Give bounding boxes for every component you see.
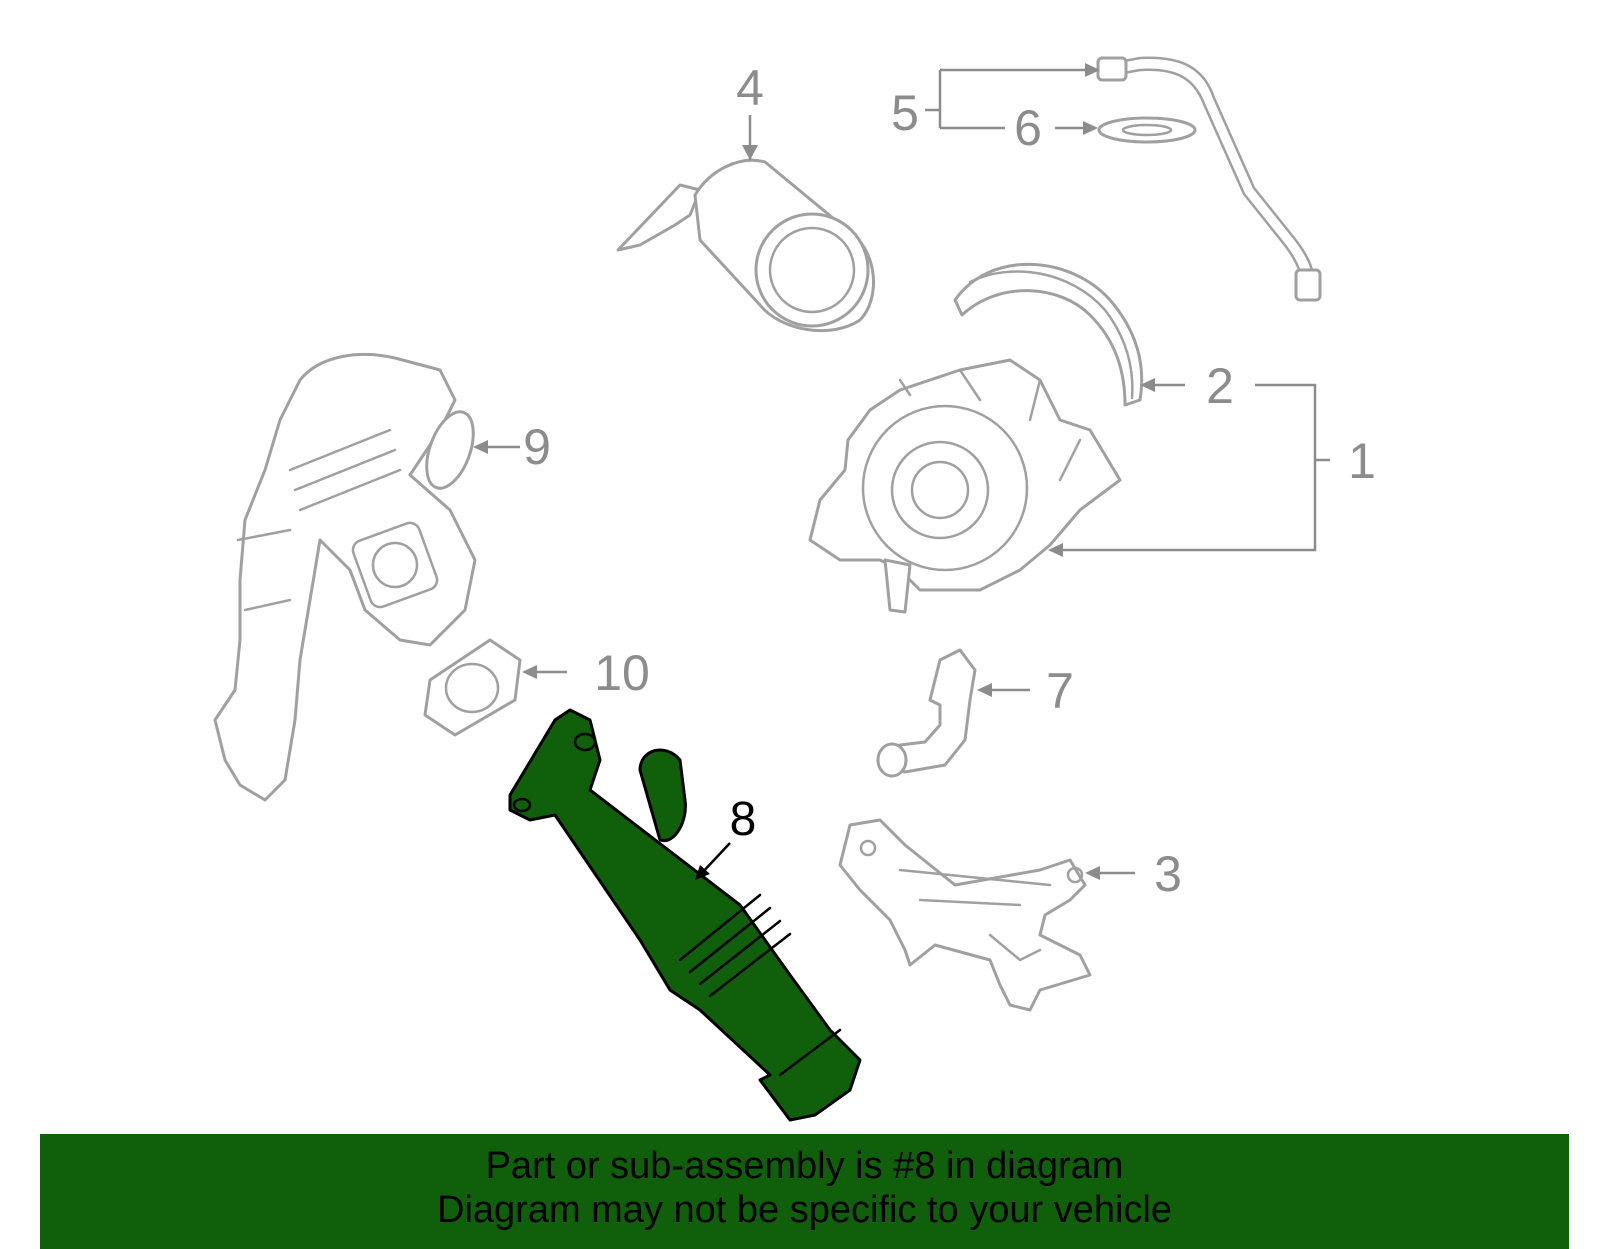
info-banner: Part or sub-assembly is #8 in diagram Di… [40,1134,1569,1249]
part-6-washer[interactable] [1097,116,1197,144]
part-2-shield[interactable] [953,262,1144,407]
banner-line-1: Part or sub-assembly is #8 in diagram [485,1145,1124,1187]
part-7-elbow[interactable] [876,648,977,778]
part-9-intake-pipe[interactable] [213,352,482,802]
callout-1: 1 [1348,433,1376,489]
callout-3: 3 [1154,846,1182,902]
part-1-turbocharger[interactable] [808,358,1122,614]
part-3-bracket[interactable] [838,818,1092,1012]
part-5-sensor-line[interactable] [1096,56,1322,302]
callout-4: 4 [736,60,764,116]
callout-2: 2 [1206,358,1234,414]
leader-lines [473,63,1330,880]
part-10-gasket[interactable] [423,638,522,737]
callout-7: 7 [1046,663,1074,719]
part-8-highlighted-tube[interactable] [508,708,862,1122]
callout-6: 6 [1014,100,1042,156]
banner-line-2: Diagram may not be specific to your vehi… [437,1189,1172,1231]
part-4-duct[interactable] [616,158,875,333]
callout-5: 5 [891,85,919,141]
callout-10: 10 [594,645,650,701]
callout-8: 8 [730,793,757,846]
callout-9: 9 [523,419,551,475]
